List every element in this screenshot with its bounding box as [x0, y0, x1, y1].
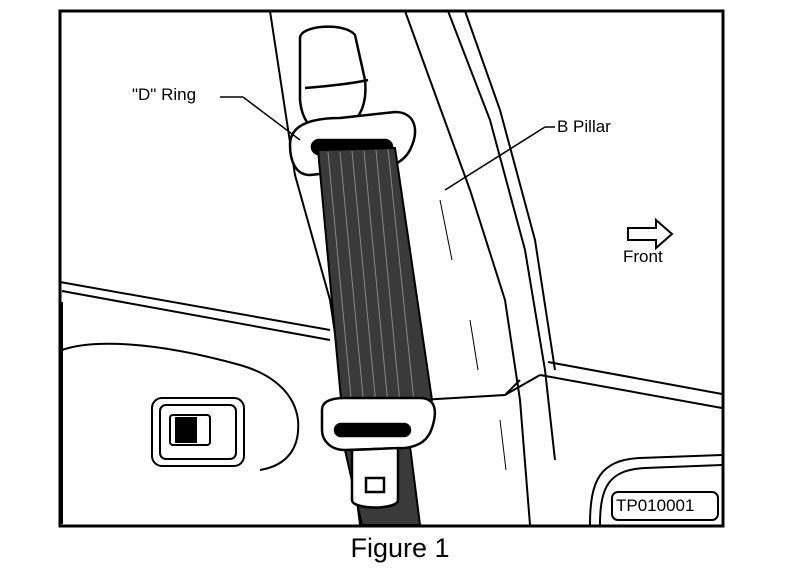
- front-label: Front: [623, 247, 663, 266]
- leader-lines: [220, 96, 555, 191]
- code-box: [611, 491, 719, 521]
- d-ring-label: "D" Ring: [132, 85, 197, 104]
- figure-code: TP010001: [616, 496, 695, 515]
- front-arrow-icon: [627, 217, 674, 251]
- door-panel: [589, 454, 723, 526]
- figure-caption: Figure 1: [350, 533, 450, 563]
- window-frame: [59, 281, 723, 524]
- door-lock: [61, 342, 300, 471]
- b-pillar-label: B Pillar: [557, 117, 611, 136]
- buckle-plate: [320, 396, 437, 509]
